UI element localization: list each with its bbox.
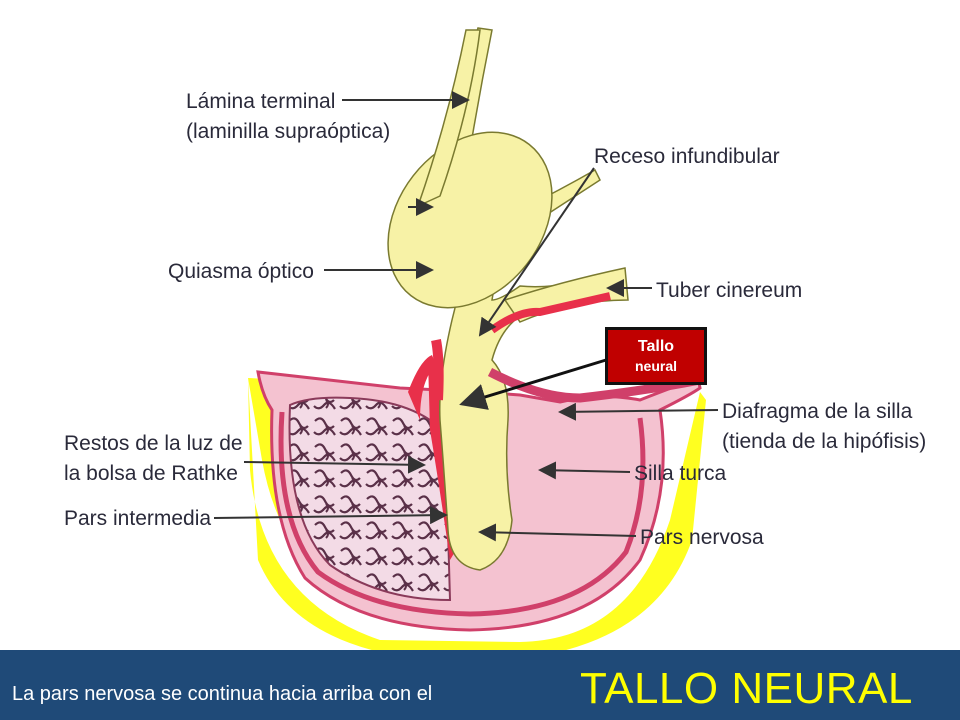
lamina-terminalis: [416, 29, 481, 208]
label-quiasma-optico: Quiasma óptico: [168, 260, 314, 283]
caption-banner: La pars nervosa se continua hacia arriba…: [0, 650, 960, 720]
label-tuber-cinereum: Tuber cinereum: [656, 279, 802, 302]
label-diafragma-2: (tienda de la hipófisis): [722, 430, 926, 453]
label-diafragma-1: Diafragma de la silla: [722, 400, 913, 423]
pituitary-diagram: Lámina terminal (laminilla supraóptica) …: [64, 27, 926, 650]
residual-lumen: [408, 355, 436, 420]
tag-line-1: Tallo: [637, 338, 675, 355]
label-lamina-terminal-2: (laminilla supraóptica): [186, 120, 390, 143]
capsule-inner-ring: [278, 411, 646, 617]
stalk-wall-left: [431, 339, 444, 401]
label-restos-2: la bolsa de Rathke: [64, 462, 238, 485]
label-silla-turca: Silla turca: [634, 462, 727, 485]
label-receso-infundibular: Receso infundibular: [594, 145, 780, 168]
label-pars-nervosa: Pars nervosa: [640, 526, 764, 549]
tallo-neural-tag: Tallo neural: [605, 327, 707, 385]
caption-text: La pars nervosa se continua hacia arriba…: [12, 683, 433, 705]
label-restos-1: Restos de la luz de: [64, 432, 243, 455]
leader-lines: [213, 91, 719, 542]
stalk-wall-right: [489, 292, 611, 334]
caption-highlight: TALLO NEURAL: [580, 664, 913, 713]
tag-line-2: neural: [634, 358, 677, 374]
label-lamina-terminal-1: Lámina terminal: [186, 90, 335, 113]
tag-pointer: [459, 358, 607, 410]
label-pars-intermedia: Pars intermedia: [64, 507, 211, 530]
